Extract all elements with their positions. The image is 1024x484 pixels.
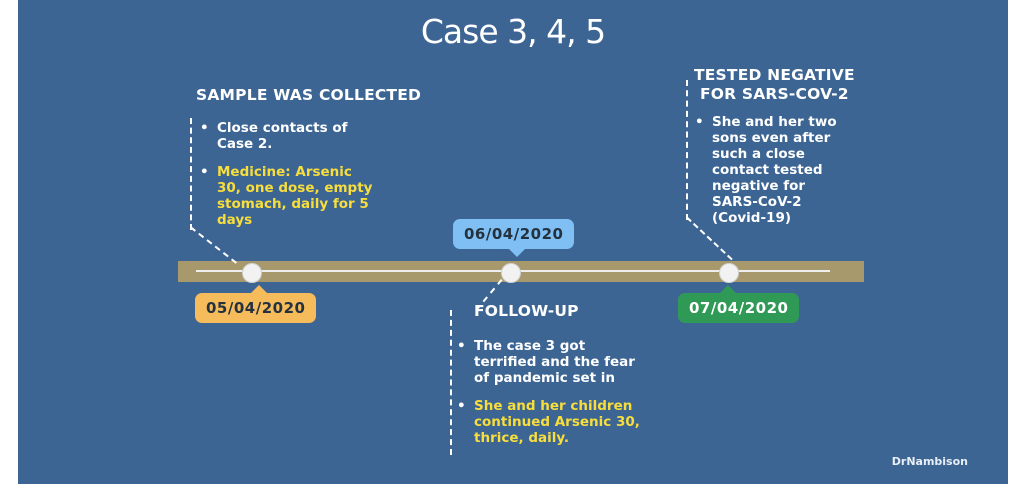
event-2-point-1: The case 3 got terrified and the fear of… xyxy=(457,338,647,386)
timeline-node-3 xyxy=(719,263,739,283)
event-2-points: The case 3 got terrified and the fear of… xyxy=(457,338,647,458)
date-badge-3: 07/04/2020 xyxy=(678,285,800,323)
event-2-heading: FOLLOW-UP xyxy=(474,302,579,320)
event-3-heading: TESTED NEGATIVE FOR SARS-COV-2 xyxy=(694,66,855,104)
date-1-text: 05/04/2020 xyxy=(206,299,306,317)
event-1-point-1: Close contacts of Case 2. xyxy=(200,120,375,152)
event-3-points: She and her two sons even after such a c… xyxy=(695,114,853,238)
event-2-point-2: She and her children continued Arsenic 3… xyxy=(457,398,647,446)
event-1-points: Close contacts of Case 2. Medicine: Arse… xyxy=(200,120,375,240)
connector-event-2-vertical xyxy=(450,310,452,455)
event-3-heading-line-1: TESTED NEGATIVE xyxy=(694,66,855,84)
event-1-heading: SAMPLE WAS COLLECTED xyxy=(196,86,422,104)
timeline-node-2 xyxy=(501,263,521,283)
slide-title: Case 3, 4, 5 xyxy=(420,12,606,51)
date-3-text: 07/04/2020 xyxy=(689,299,789,317)
event-3-point-1: She and her two sons even after such a c… xyxy=(695,114,853,226)
connector-event-1-vertical xyxy=(190,118,192,230)
timeline-slide: Case 3, 4, 5 05/04/2020 06/04/2020 07/04… xyxy=(18,0,1008,484)
date-badge-2: 06/04/2020 xyxy=(453,219,575,257)
event-1-point-2: Medicine: Arsenic 30, one dose, empty st… xyxy=(200,164,375,228)
connector-event-3-vertical xyxy=(686,80,688,220)
badge-pointer xyxy=(720,285,736,293)
timeline-node-1 xyxy=(242,263,262,283)
badge-pointer xyxy=(251,285,267,293)
brand-label: DrNambison xyxy=(891,455,968,468)
badge-pointer xyxy=(509,249,525,257)
event-3-heading-line-2: FOR SARS-COV-2 xyxy=(699,85,849,103)
date-badge-1: 05/04/2020 xyxy=(195,285,317,323)
date-2-text: 06/04/2020 xyxy=(464,225,564,243)
